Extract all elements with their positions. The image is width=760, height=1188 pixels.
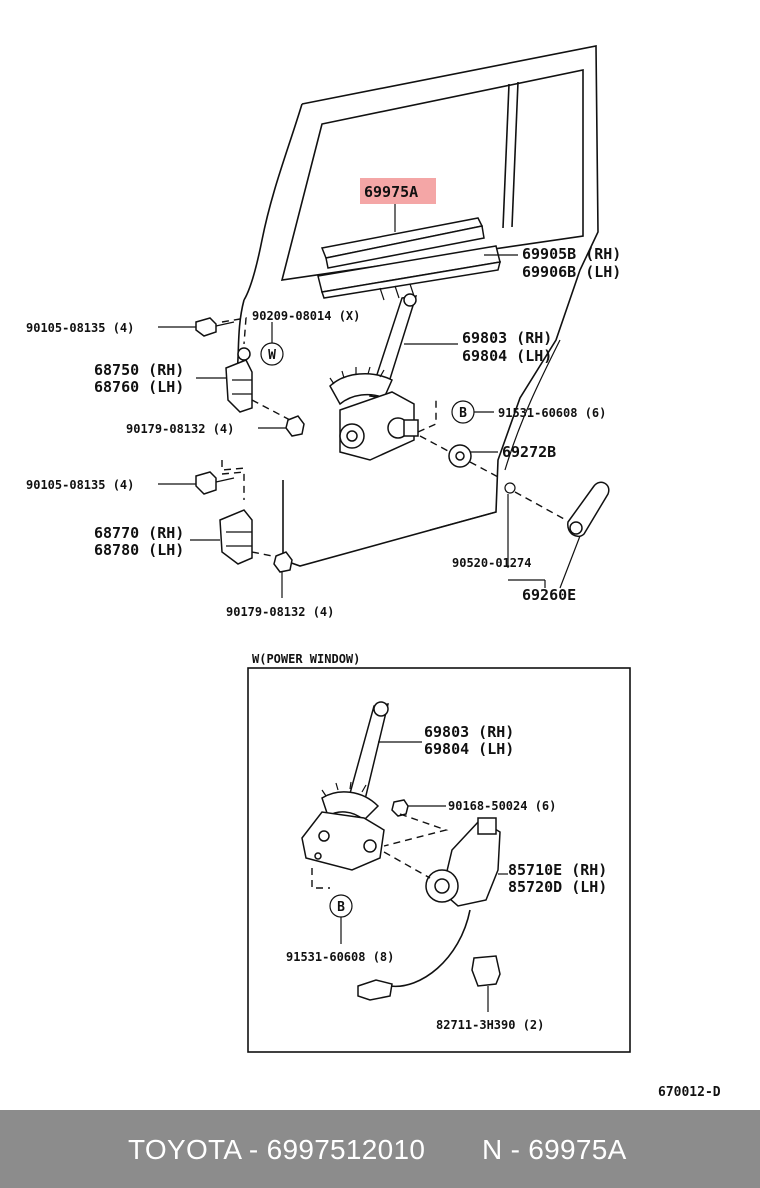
handle [567,481,610,538]
nut-lower [273,551,293,573]
power-window-box [247,667,631,1053]
label-connector: 82711-3H390 (2) [436,1018,544,1032]
bolt-upper [195,317,235,337]
label-pw-regulator-rh: 69803 (RH) [424,723,514,741]
label-hinge-lower-lh: 68780 (LH) [94,541,184,559]
label-regulator-lh: 69804 (LH) [462,347,552,365]
parts-diagram: W B [26,45,721,1100]
marker-w: W [260,322,284,366]
label-nut-lower: 90179-08132 (4) [226,605,334,619]
connector [357,955,501,1001]
label-hinge-upper-lh: 68760 (LH) [94,378,184,396]
window-run [317,245,502,301]
label-screw-b: 91531-60608 (6) [498,406,606,420]
diagram-code: 670012-D [658,1085,721,1100]
label-pw-screw: 90168-50024 (6) [448,799,556,813]
label-run-lh: 69906B (LH) [522,263,621,281]
clip [504,482,516,494]
hinge-upper [225,347,253,413]
box-title: W(POWER WINDOW) [252,652,360,666]
label-run-rh: 69905B (RH) [522,245,621,263]
svg-text:B: B [337,900,345,915]
label-bolt-top: 90105-08135 (4) [26,321,134,335]
label-glass-channel: 69975A [364,183,418,201]
label-hinge-lower-rh: 68770 (RH) [94,524,184,542]
label-regulator-rh: 69803 (RH) [462,329,552,347]
window-regulator [329,293,419,461]
label-clip: 90520-01274 [452,556,531,570]
marker-b-pw: B [329,894,353,944]
label-motor-lh: 85720D (LH) [508,878,607,896]
nut-upper [285,415,305,437]
label-pw-screw-b: 91531-60608 (8) [286,950,394,964]
footer-catalog-code: N - 69975A [482,1134,627,1165]
marker-b: B [451,400,494,424]
svg-text:B: B [459,406,467,421]
label-washer: 69272B [502,443,556,461]
label-nut-upper: 90179-08132 (4) [126,422,234,436]
pw-regulator [301,701,389,871]
label-handle: 69260E [522,586,576,604]
label-hinge-upper-rh: 68750 (RH) [94,361,184,379]
label-motor-rh: 85710E (RH) [508,861,607,879]
window-motor [425,817,501,907]
highlight-box [360,178,436,204]
footer-part-number: TOYOTA - 6997512010 [128,1134,426,1165]
door-outline [235,45,599,567]
hinge-lower [219,509,253,565]
washer [448,444,472,468]
label-bolt-lower: 90105-08135 (4) [26,478,134,492]
label-bolt-x: 90209-08014 (X) [252,309,360,323]
footer-bar: TOYOTA - 6997512010 N - 69975A [0,1110,760,1188]
glass-channel [320,217,485,269]
label-pw-regulator-lh: 69804 (LH) [424,740,514,758]
svg-text:W: W [268,348,276,363]
pw-screw [391,799,409,817]
bolt-lower [195,471,235,495]
